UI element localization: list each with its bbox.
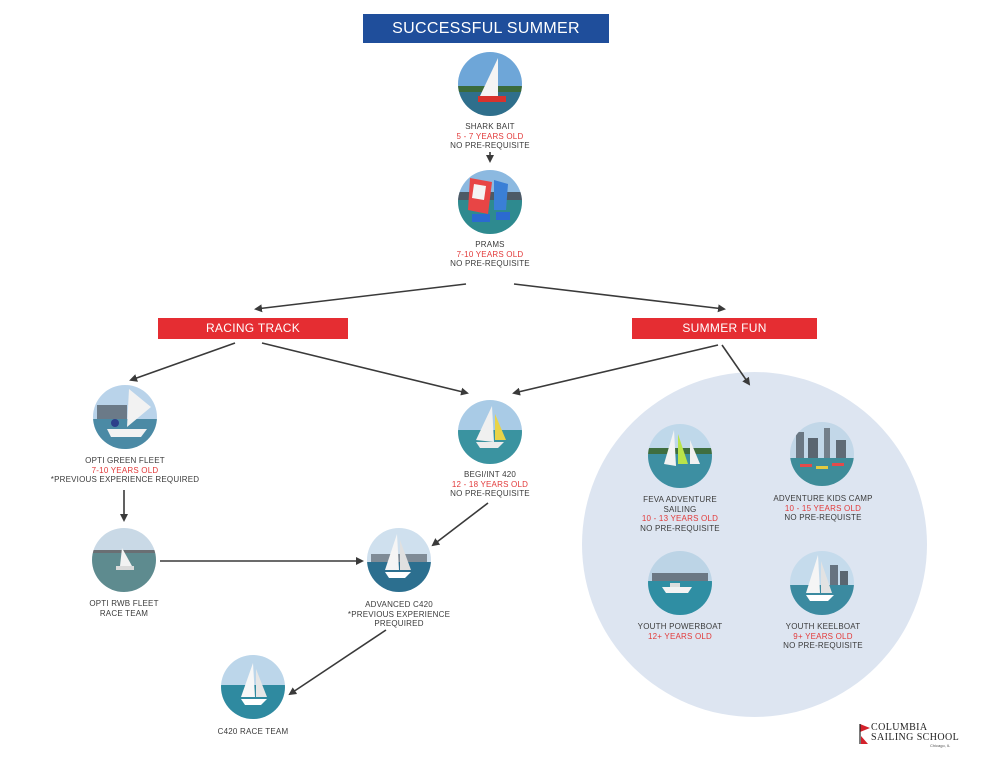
arrow-prams-to-racing bbox=[254, 283, 467, 313]
arrow-420-to-c420 bbox=[431, 502, 489, 547]
kids-camp-label: ADVENTURE KIDS CAMP 10 - 15 YEARS OLD NO… bbox=[773, 494, 873, 522]
begi-420-photo bbox=[458, 400, 522, 464]
summer-fun-header: SUMMER FUN bbox=[632, 318, 817, 339]
arrow-racing-to-opti bbox=[129, 342, 236, 382]
arrow-c420-to-team bbox=[288, 629, 387, 696]
arrow-racing-to-420 bbox=[261, 342, 469, 396]
adv-c420-label: ADVANCED C420 *PREVIOUS EXPERIENCE PREQU… bbox=[347, 600, 451, 628]
powerboat-label: YOUTH POWERBOAT 12+ YEARS OLD bbox=[637, 622, 723, 641]
logo-line3: Chicago, IL bbox=[930, 743, 951, 748]
opti-rwb-photo bbox=[92, 528, 156, 592]
c420-team-photo bbox=[221, 655, 285, 719]
shark-bait-label: SHARK BAIT 5 - 7 YEARS OLD NO PRE-REQUIS… bbox=[450, 122, 530, 150]
arrow-fun-to-420 bbox=[512, 344, 719, 396]
arrow-prams-to-fun bbox=[513, 283, 726, 313]
begi-420-label: BEGI/INT 420 12 - 18 YEARS OLD NO PRE-RE… bbox=[450, 470, 530, 498]
racing-track-header: RACING TRACK bbox=[158, 318, 348, 339]
columbia-logo: COLUMBIA SAILING SCHOOL Chicago, IL bbox=[858, 722, 968, 748]
feva-photo bbox=[648, 424, 712, 488]
opti-green-photo bbox=[93, 385, 157, 449]
powerboat-photo bbox=[648, 551, 712, 615]
c420-team-label: C420 RACE TEAM bbox=[217, 727, 289, 736]
opti-rwb-label: OPTI RWB FLEET RACE TEAM bbox=[89, 599, 159, 618]
keelboat-label: YOUTH KEELBOAT 9+ YEARS OLD NO PRE-REQUI… bbox=[783, 622, 863, 650]
logo-line2: SAILING SCHOOL bbox=[871, 732, 960, 743]
feva-label: FEVA ADVENTURE SAILING 10 - 13 YEARS OLD… bbox=[640, 495, 720, 533]
prams-label: PRAMS 7-10 YEARS OLD NO PRE-REQUISITE bbox=[450, 240, 530, 268]
summer-fun-group bbox=[582, 372, 927, 717]
kids-camp-photo bbox=[790, 422, 854, 486]
shark-bait-photo bbox=[458, 52, 522, 116]
keelboat-photo bbox=[790, 551, 854, 615]
prams-photo bbox=[458, 170, 522, 234]
opti-green-label: OPTI GREEN FLEET 7-10 YEARS OLD *PREVIOU… bbox=[50, 456, 200, 484]
logo-line1: COLUMBIA bbox=[871, 722, 928, 733]
arrow-fun-to-circle bbox=[721, 344, 751, 386]
adv-c420-photo bbox=[367, 528, 431, 592]
flag-icon bbox=[859, 724, 870, 744]
